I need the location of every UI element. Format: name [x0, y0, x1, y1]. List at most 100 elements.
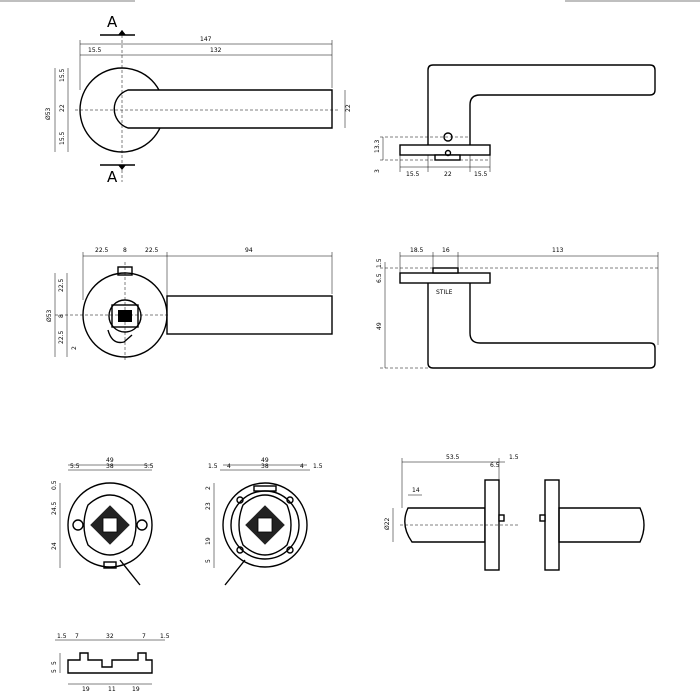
dim-b2: 5 [205, 559, 212, 563]
spindle-stub-right [539, 514, 546, 522]
dim-rose-offset: 15.5 [88, 47, 102, 54]
profile-outline [67, 652, 153, 674]
section-arrow [118, 165, 126, 170]
screw-dot [444, 149, 452, 157]
dim-c: 38 [261, 463, 269, 470]
dim-upper: 22.5 [58, 278, 65, 292]
dim-lever-height: 22 [345, 104, 352, 112]
dim-rose-diameter: Ø53 [45, 107, 52, 120]
dim-plate: 6.5 [490, 462, 500, 469]
dim-diameter: Ø22 [384, 517, 391, 530]
cam-outline [238, 494, 292, 556]
view-lever-side-top: 13.3 3 15.5 22 15.5 [374, 64, 656, 178]
dim-l2: 7 [75, 633, 79, 640]
knob-left [404, 507, 486, 543]
dim-width: 49 [261, 457, 269, 464]
dim-w2: 22 [444, 171, 452, 178]
dim-l1: 1.5 [208, 463, 218, 470]
spring-arm [107, 329, 133, 344]
stud-bl [236, 546, 244, 554]
stud-br [286, 546, 294, 554]
dim-left: 22.5 [95, 247, 109, 254]
dim-r2: 1.5 [160, 633, 170, 640]
dim-center: 8 [123, 247, 127, 254]
screw-hole-right [136, 519, 148, 531]
spindle-stub-left [498, 514, 505, 522]
dim-l1: 1.5 [57, 633, 67, 640]
dim-left: 18.5 [410, 247, 424, 254]
spindle-square [257, 517, 273, 533]
dim-lever: 94 [245, 247, 253, 254]
dim-middle: 22 [59, 104, 66, 112]
rose-outline [222, 482, 308, 568]
cam-outline [83, 494, 137, 556]
dim-t1: 0.5 [51, 480, 58, 490]
dim-height: 49 [376, 322, 383, 330]
lever-body [113, 89, 333, 129]
dim-length: 53.5 [446, 454, 460, 461]
section-label-top: A [107, 13, 118, 31]
dim-top: 1.5 [376, 258, 383, 268]
dim-tip: 1.5 [509, 454, 519, 461]
dim-h1: 5 [51, 661, 58, 665]
dim-b2: 11 [108, 686, 116, 693]
view-rose-back: 49 1.5 4 38 4 1.5 2 23 19 5 [205, 457, 323, 586]
dim-lower: 22.5 [58, 330, 65, 344]
dim-b1: 19 [205, 537, 212, 545]
dim-middle: 8 [58, 314, 65, 318]
spindle-top [432, 267, 459, 274]
view-lever-front: A A 147 15.5 132 Ø53 15.5 22 15.5 22 [45, 13, 352, 186]
lever-arm [166, 295, 333, 335]
section-arrow [118, 30, 126, 35]
dim-t1: 2 [205, 486, 212, 490]
dim-lever-length: 132 [210, 47, 222, 54]
dim-c: 32 [106, 633, 114, 640]
dim-h2: 5 [51, 669, 58, 673]
dim-r2: 1.5 [313, 463, 323, 470]
dim-b1: 19 [82, 686, 90, 693]
dim-plate: 6.5 [376, 273, 383, 283]
dim-b3: 19 [132, 686, 140, 693]
dim-w1: 15.5 [406, 171, 420, 178]
dim-c: 38 [106, 463, 114, 470]
view-rose-front: 49 5.5 38 5.5 0.5 24.5 24 [51, 457, 154, 586]
dim-t2: 23 [205, 502, 212, 510]
dim-r: 5.5 [144, 463, 154, 470]
screw-hole-left [72, 519, 84, 531]
view-lever-side-mid: STILE 18.5 16 113 1.5 6.5 49 [376, 247, 659, 369]
dim-l: 5.5 [70, 463, 80, 470]
dim-r1: 7 [142, 633, 146, 640]
spindle-square [118, 310, 132, 322]
dim-base: 3 [374, 169, 381, 173]
dim-lower: 15.5 [59, 131, 66, 145]
leader-line [224, 559, 246, 586]
top-tab [253, 485, 277, 492]
stile-label: STILE [436, 289, 453, 296]
lever-side-outline [427, 64, 656, 145]
dim-overall: 147 [200, 36, 212, 43]
rose-plate [399, 272, 491, 284]
stud-tl [236, 496, 244, 504]
dim-grip: 14 [412, 487, 420, 494]
leader-line [119, 559, 141, 586]
dim-w3: 15.5 [474, 171, 488, 178]
section-label-bottom: A [107, 168, 118, 186]
view-bottom-profile: 1.5 7 32 7 1.5 5 5 19 11 19 [51, 633, 170, 693]
lever-side-outline [427, 283, 656, 369]
bottom-tab [103, 561, 117, 569]
dim-upper: 15.5 [59, 68, 66, 82]
dim-b: 24 [51, 542, 58, 550]
dim-center: 16 [442, 247, 450, 254]
view-front-mechanism: 22.5 8 22.5 94 Ø53 22.5 8 22.5 2 [46, 247, 333, 362]
dim-t2: 24.5 [51, 501, 58, 515]
knob-right [558, 507, 645, 543]
spindle-square [102, 517, 118, 533]
rose-plate-right [544, 479, 560, 571]
dim-small: 2 [71, 346, 78, 350]
dim-height: 13.3 [374, 139, 381, 153]
dim-diameter: Ø53 [46, 309, 53, 322]
dim-right: 22.5 [145, 247, 159, 254]
stud-tr [286, 496, 294, 504]
dim-length: 113 [552, 247, 564, 254]
